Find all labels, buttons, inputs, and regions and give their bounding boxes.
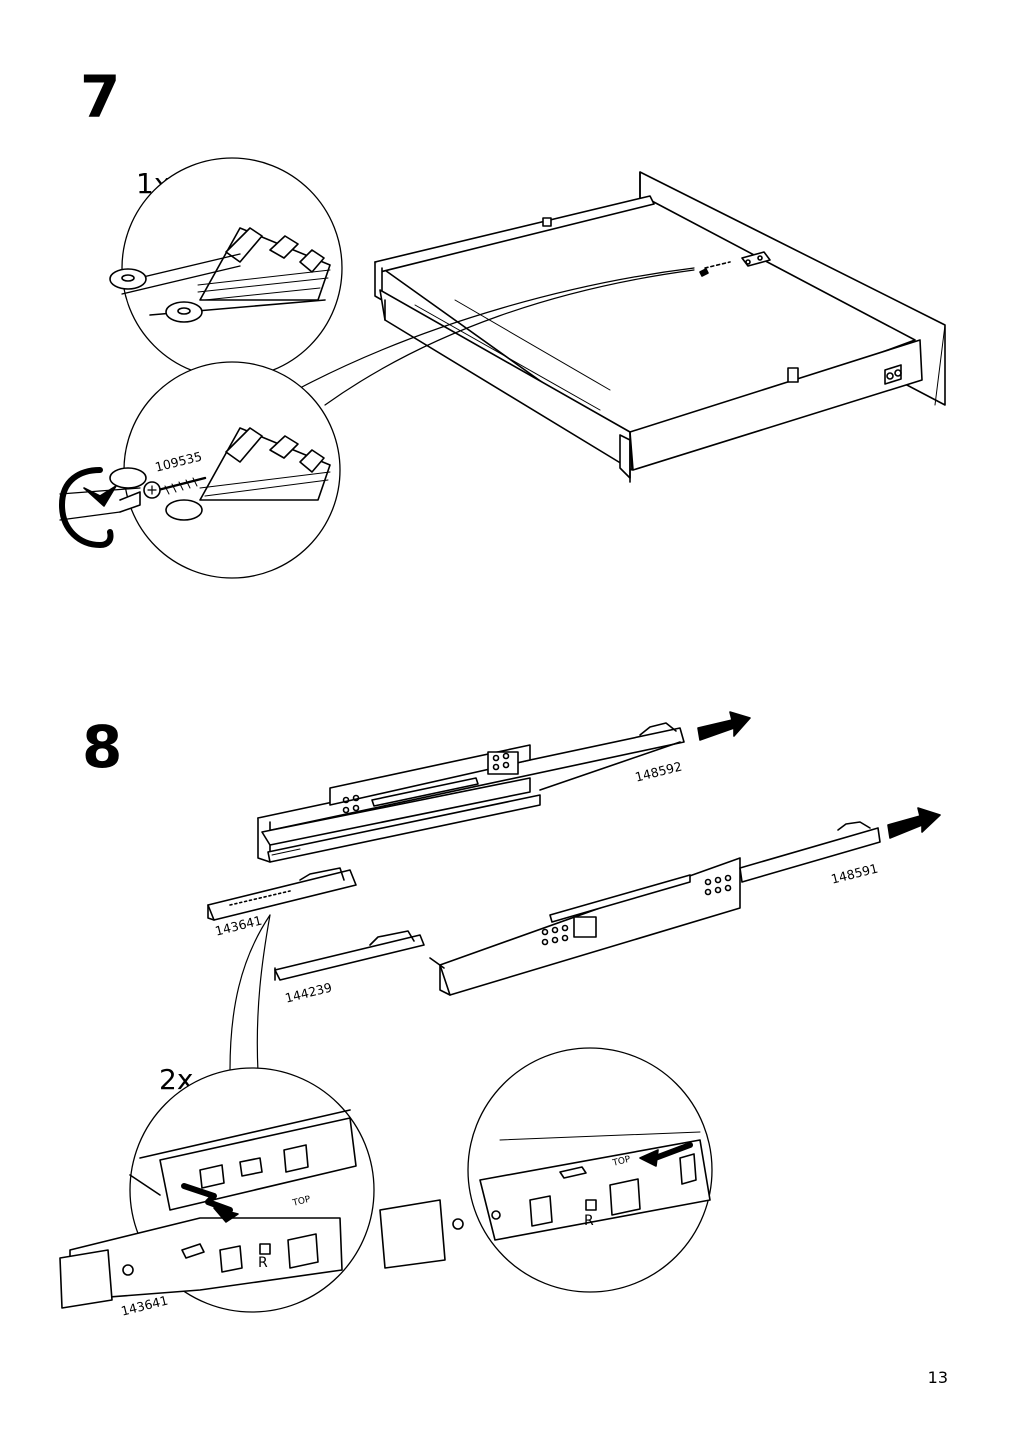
drawer-box	[375, 196, 922, 482]
step-8-number: 8	[82, 713, 123, 781]
detail-circle-after	[110, 362, 340, 578]
page-number: 13	[927, 1368, 948, 1387]
clip-144239	[275, 931, 424, 980]
side-mark-right: R	[584, 1213, 594, 1229]
rotate-arrow-icon	[62, 470, 116, 545]
screwdriver-icon	[60, 488, 140, 520]
clip-143641	[208, 868, 356, 920]
detail-circle-before	[110, 158, 342, 378]
detail-circle-left	[60, 1068, 374, 1312]
runner-148591	[430, 822, 880, 995]
runner-148592	[258, 723, 684, 862]
side-mark-left: R	[258, 1255, 268, 1271]
detail-circle-right	[380, 1048, 712, 1292]
step-7-number: 7	[80, 63, 121, 131]
push-arrow-icon	[698, 712, 750, 740]
callout-leader	[300, 268, 694, 388]
